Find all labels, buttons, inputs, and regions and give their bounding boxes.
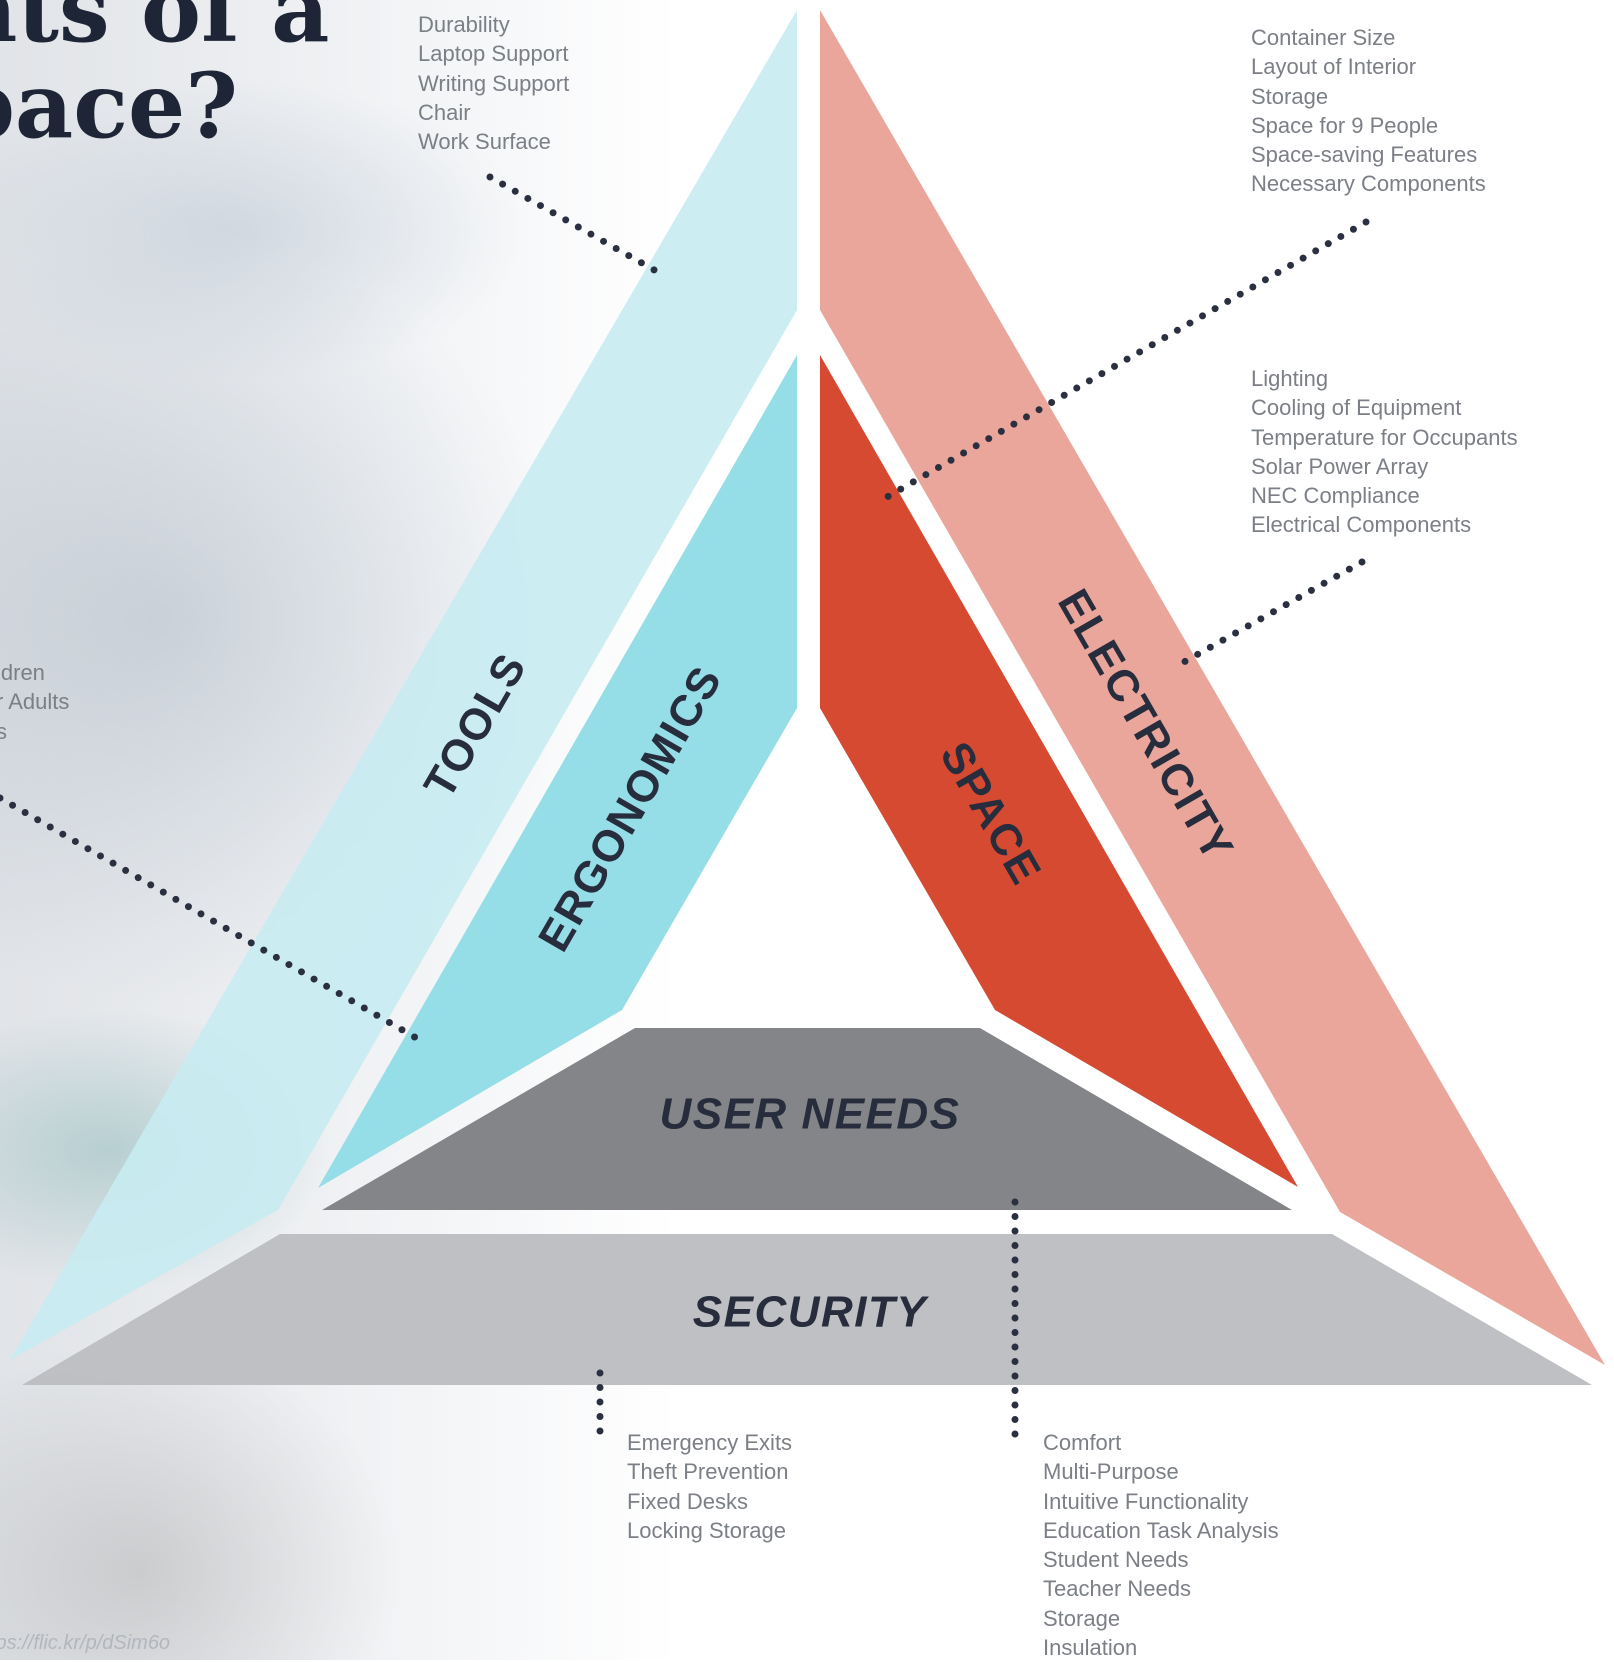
list-item: Laptop Support	[418, 41, 569, 67]
list-item: Temperature for Occupants	[1251, 424, 1518, 450]
list-item: Space-saving Features	[1251, 142, 1478, 168]
list-item: Fixed Desks	[627, 1488, 749, 1514]
tools-leader-dots	[486, 173, 667, 279]
list-item: Electrical Components	[1251, 512, 1472, 538]
space-leader-dots	[883, 218, 1370, 501]
electricity-feature-list: Lighting Cooling of Equipment Temperatur…	[1251, 364, 1518, 540]
list-item: Cooling of Equipment	[1251, 395, 1462, 421]
list-item: Solar Power Array	[1251, 453, 1429, 479]
list-item: Durability	[418, 12, 510, 37]
list-item: Insulation	[1043, 1635, 1138, 1661]
list-item: Education Task Analysis	[1043, 1517, 1279, 1543]
ergonomics-segment	[318, 355, 797, 1188]
space-feature-list: Container Size Layout of Interior Storag…	[1251, 23, 1486, 199]
list-item: NEC Compliance	[1251, 483, 1420, 509]
list-item: Comfort	[1043, 1430, 1122, 1455]
list-item: Container Size	[1251, 25, 1396, 50]
list-item: s	[0, 718, 7, 744]
list-item: Necessary Components	[1251, 171, 1486, 197]
list-item: Locking Storage	[627, 1517, 786, 1543]
user-needs-label: USER NEEDS	[659, 1090, 960, 1139]
electricity-leader-dots	[1180, 558, 1366, 666]
list-item: Lighting	[1251, 366, 1329, 391]
list-item: Intuitive Functionality	[1043, 1488, 1249, 1514]
security-segment	[22, 1234, 1592, 1385]
list-item: Layout of Interior	[1251, 54, 1417, 80]
list-item: Teacher Needs	[1043, 1576, 1191, 1602]
list-item: Multi-Purpose	[1043, 1459, 1179, 1485]
photo-credit-link[interactable]: tps://flic.kr/p/dSim6o	[0, 1632, 171, 1654]
security-label: SECURITY	[693, 1288, 930, 1337]
space-segment	[820, 355, 1298, 1187]
user-needs-feature-list: Comfort Multi-Purpose Intuitive Function…	[1043, 1428, 1279, 1662]
list-item: r Adults	[0, 689, 70, 715]
list-item: Chair	[418, 99, 471, 125]
tools-feature-list: Durability Laptop Support Writing Suppor…	[418, 10, 569, 156]
ergonomics-feature-list: ldren r Adults s	[0, 658, 69, 746]
list-item: Space for 9 People	[1251, 112, 1439, 138]
electricity-segment	[820, 10, 1605, 1365]
user-needs-segment	[322, 1028, 1292, 1210]
list-item: ldren	[0, 660, 45, 685]
list-item: Storage	[1251, 83, 1329, 109]
tools-segment	[10, 10, 797, 1360]
list-item: Theft Prevention	[627, 1459, 789, 1485]
list-item: Storage	[1043, 1605, 1121, 1631]
list-item: Student Needs	[1043, 1547, 1189, 1573]
page-heading: nts of a pace?	[0, 0, 330, 159]
security-feature-list: Emergency Exits Theft Prevention Fixed D…	[627, 1428, 792, 1545]
list-item: Writing Support	[418, 70, 570, 96]
list-item: Emergency Exits	[627, 1430, 793, 1455]
list-item: Work Surface	[418, 129, 551, 155]
